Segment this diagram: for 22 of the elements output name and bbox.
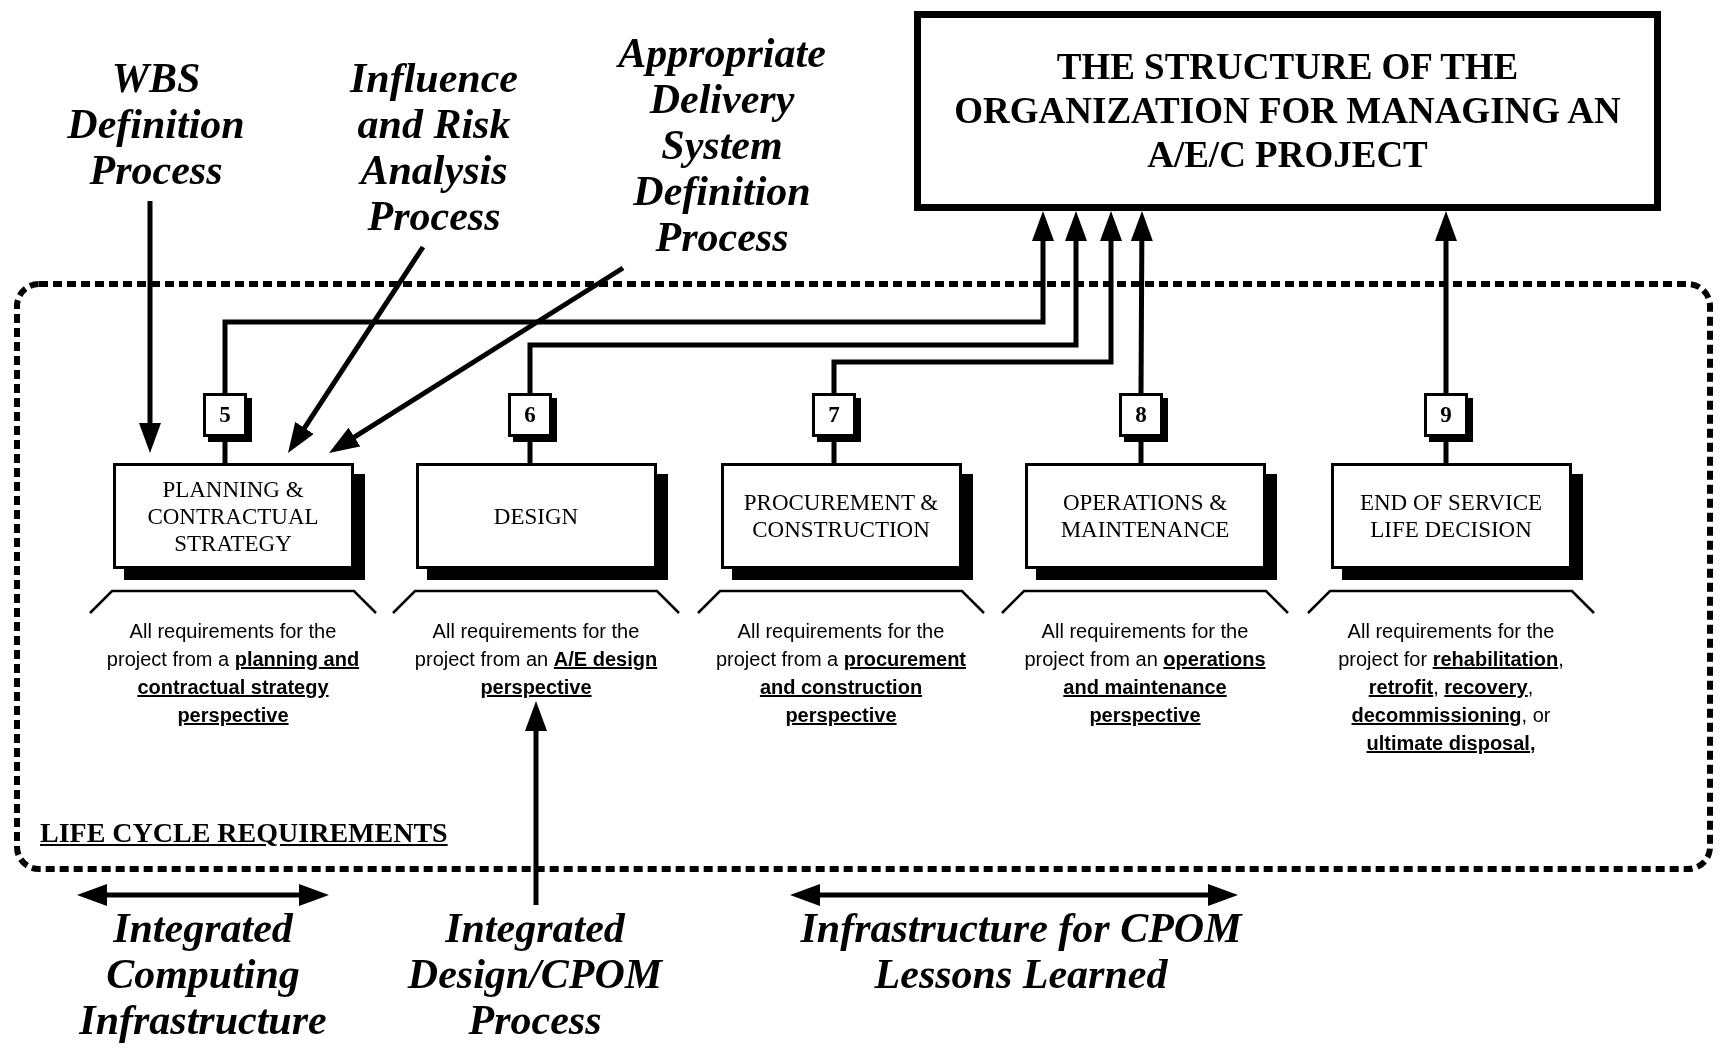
- arrow: [222, 211, 1054, 393]
- process-label: Appropriate Delivery System Definition Process: [592, 30, 852, 260]
- process-label: WBS Definition Process: [46, 55, 266, 193]
- process-label: Infrastructure for CPOM Lessons Learned: [771, 905, 1271, 997]
- title-box: THE STRUCTURE OF THE ORGANIZATION FOR MANAGING AN A/E/C PROJECT: [914, 11, 1661, 211]
- description-text: All requirements for the project from a procurement and construction perspective: [714, 619, 968, 728]
- process-label: Integrated Computing Infrastructure: [43, 905, 363, 1043]
- region-label: LIFE CYCLE REQUIREMENTS: [40, 817, 448, 849]
- description-text: All requirements for the project from an operations and maintenance perspective: [1023, 619, 1267, 728]
- arrow: [527, 211, 1087, 393]
- arrow: [1435, 211, 1457, 393]
- arrow: [525, 701, 547, 905]
- arrow: [329, 265, 625, 453]
- description-text: All requirements for the project from an A/E design perspective: [413, 619, 659, 700]
- process-label: Influence and Risk Analysis Process: [314, 55, 554, 239]
- arrow: [288, 245, 426, 453]
- description-text: All requirements for the project from a planning and contractual strategy perspective: [105, 619, 361, 728]
- arrow: [139, 201, 161, 453]
- description-text: All requirements for the project for rehabilitation, retrofit, recovery, decommissioning, or ultimate disposal,: [1337, 619, 1565, 756]
- process-label: Integrated Design/CPOM Process: [375, 905, 695, 1043]
- arrow: [831, 211, 1122, 393]
- arrow: [1130, 211, 1153, 393]
